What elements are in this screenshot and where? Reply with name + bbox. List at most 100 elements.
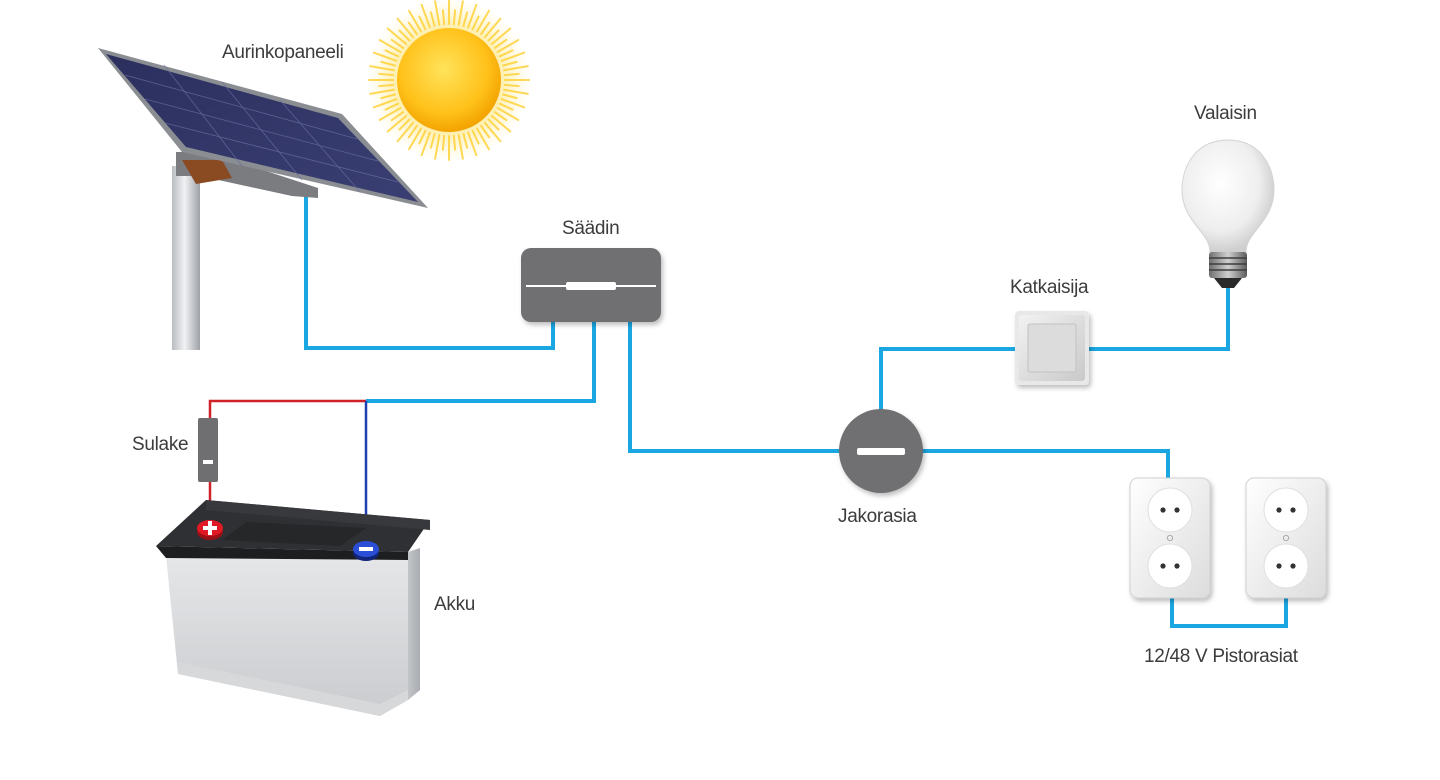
battery-lid-front	[156, 546, 408, 560]
wire-positive	[208, 399, 366, 418]
sun-ray	[372, 51, 398, 62]
sun-ray	[471, 15, 480, 31]
sun-ray	[452, 9, 457, 26]
label-fuse: Sulake	[132, 434, 189, 455]
sun-ray	[386, 27, 408, 46]
sun-ray	[429, 133, 436, 149]
sun-ray	[390, 38, 405, 49]
label-battery: Akku	[434, 594, 476, 615]
sun-ray	[408, 9, 422, 33]
sun-ray	[378, 39, 402, 53]
fuse	[198, 418, 218, 482]
sun-ray	[418, 129, 427, 145]
sun-ray	[490, 27, 512, 46]
positive-terminal	[197, 520, 223, 540]
sun-ray	[498, 102, 514, 111]
label-lamp: Valaisin	[1194, 103, 1257, 124]
sun-ray	[503, 65, 529, 72]
light-switch-icon	[1015, 311, 1089, 385]
sun-ray	[480, 21, 491, 36]
sun-ray	[496, 39, 520, 53]
sun-ray	[500, 98, 526, 109]
sun-ray	[386, 114, 408, 133]
label-controller: Säädin	[562, 218, 620, 239]
label-solar-panel: Aurinkopaneeli	[222, 42, 344, 63]
sun-ray	[384, 102, 400, 111]
sun-ray	[502, 93, 518, 100]
sun-ray	[490, 114, 512, 133]
sun-ray	[380, 93, 396, 100]
sun-ray	[503, 83, 520, 88]
sun-ray	[434, 134, 441, 160]
wire-junction-to-switch	[879, 347, 1017, 410]
wiring	[304, 188, 1288, 628]
sun-ray	[467, 131, 478, 157]
sun-ray	[384, 49, 400, 58]
sun-ray	[418, 15, 427, 31]
sun-ray	[483, 121, 502, 143]
sun-ray	[462, 133, 469, 149]
negative-terminal	[353, 541, 379, 561]
sun-ray	[452, 134, 457, 151]
sun-ray	[369, 65, 395, 72]
wire-junction-to-outlets	[922, 449, 1170, 480]
outlet-1	[1129, 477, 1211, 599]
sun-ray	[396, 17, 415, 39]
sun-ray	[378, 83, 395, 88]
label-switch: Katkaisija	[1010, 277, 1089, 298]
sun-ray	[487, 29, 500, 42]
sun-ray	[500, 51, 526, 62]
sun-ray	[471, 129, 480, 145]
wire-panel-to-controller	[304, 188, 555, 350]
sun-ray	[462, 11, 469, 27]
sun-ray	[407, 21, 418, 36]
sun-ray	[502, 60, 518, 67]
sun-ray	[408, 127, 422, 151]
sun-ray	[480, 124, 491, 139]
label-junction-box: Jakorasia	[838, 506, 917, 527]
sun-icon	[367, 0, 531, 162]
sun-ray	[457, 134, 464, 160]
sun-ray	[496, 107, 520, 121]
sun-ray	[493, 111, 508, 122]
sun-ray	[380, 60, 396, 67]
sun-ray	[369, 88, 395, 95]
outlet-2	[1245, 477, 1327, 599]
sun-ray	[498, 49, 514, 58]
charge-controller	[521, 248, 661, 322]
sun-ray	[398, 118, 411, 131]
sun-ray	[441, 134, 446, 151]
sun-ray	[503, 72, 520, 77]
sun-ray	[378, 72, 395, 77]
sun-ray	[378, 107, 402, 121]
sun-ray	[493, 38, 508, 49]
junction-box	[839, 409, 923, 493]
sun-ray	[441, 9, 446, 26]
wire-outlet-to-outlet	[1170, 598, 1288, 628]
battery-icon	[156, 500, 430, 716]
sun-ray	[420, 3, 431, 29]
sun-ray	[457, 0, 464, 26]
sun-ray	[476, 127, 490, 151]
wire-controller-to-battery	[366, 322, 596, 403]
sun-ray	[429, 11, 436, 27]
sun-ray	[390, 111, 405, 122]
sun-ray	[420, 131, 431, 157]
sun-ray	[396, 121, 415, 143]
sun-ray	[372, 98, 398, 109]
battery-side	[408, 548, 420, 700]
sun-ray	[476, 9, 490, 33]
label-outlets: 12/48 V Pistorasiat	[1144, 646, 1298, 667]
sun-ray	[434, 0, 441, 26]
light-bulb-icon	[1181, 139, 1275, 288]
wire-controller-to-junction	[628, 322, 840, 453]
panel-pole	[172, 166, 200, 350]
sun-ray	[407, 124, 418, 139]
power-outlet-icon	[1129, 477, 1327, 599]
sun-ray	[487, 118, 500, 131]
sun-ray	[467, 3, 478, 29]
sun-ray	[398, 29, 411, 42]
sun-ray	[483, 17, 502, 39]
solar-panel-icon	[98, 48, 428, 350]
